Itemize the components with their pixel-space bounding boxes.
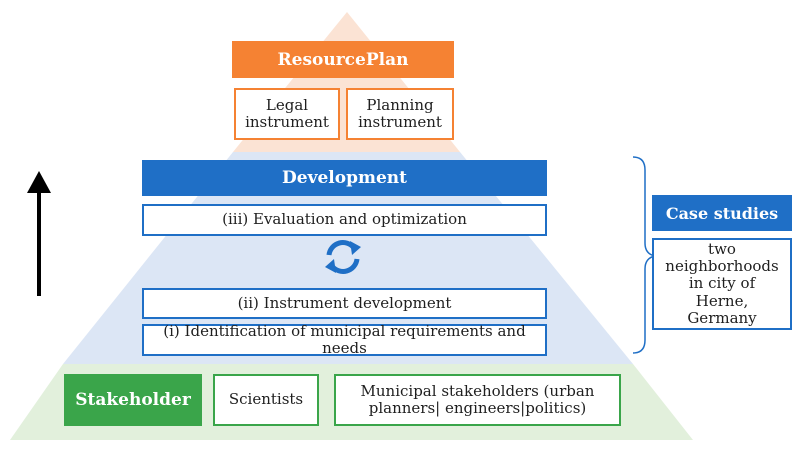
legal-instrument-box: Legal instrument xyxy=(234,88,340,140)
progress-arrow-head xyxy=(27,171,51,193)
case-studies-header: Case studies xyxy=(652,195,792,231)
planning-instrument-box: Planning instrument xyxy=(346,88,454,140)
instrument-development-step-box: (ii) Instrument development xyxy=(142,288,547,319)
resourceplan-header: ResourcePlan xyxy=(232,41,454,78)
cycle-icon xyxy=(325,240,361,274)
stakeholder-header: Stakeholder xyxy=(64,374,202,426)
municipal-stakeholders-box: Municipal stakeholders (urban planners| … xyxy=(334,374,621,426)
evaluation-step-box: (iii) Evaluation and optimization xyxy=(142,204,547,236)
requirements-step-box: (i) Identification of municipal requirem… xyxy=(142,322,547,357)
scientists-box: Scientists xyxy=(213,374,319,426)
case-studies-text-box: two neighborhoods in city of Herne, Germ… xyxy=(652,238,792,330)
development-header: Development xyxy=(142,160,547,196)
